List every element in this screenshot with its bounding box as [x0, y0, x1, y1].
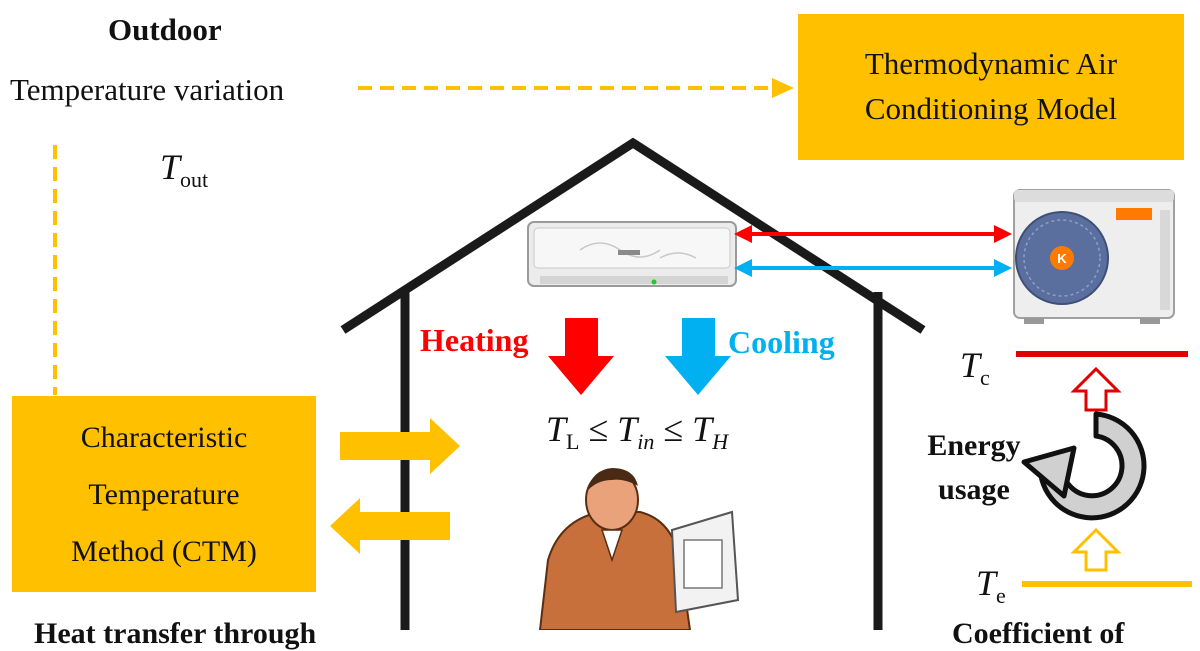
leq-1: ≤	[588, 409, 608, 449]
model-box-line1: Thermodynamic Air	[865, 42, 1117, 87]
cooling-link-arrow	[734, 259, 1012, 277]
energy-usage-label: Energy usage	[912, 424, 1036, 511]
ctm-to-house-arrow	[340, 418, 460, 474]
refresh-cycle-icon	[1024, 414, 1144, 518]
energy-line1: Energy	[912, 424, 1036, 468]
heating-label: Heating	[420, 322, 528, 359]
tc-label: Tc	[960, 344, 990, 391]
tc-up-arrow	[1074, 369, 1118, 410]
ctm-box-line1: Characteristic	[81, 409, 248, 466]
temperature-variation-label: Temperature variation	[10, 72, 284, 108]
outdoor-ac-unit-icon: K	[1014, 190, 1174, 324]
bottom-left-cut-text: Heat transfer through	[34, 617, 316, 651]
cooling-down-arrow	[665, 318, 731, 395]
ctm-box-line3: Method (CTM)	[71, 523, 257, 580]
house-to-ctm-arrow	[330, 498, 450, 554]
te-up-arrow	[1074, 530, 1118, 570]
heating-down-arrow	[548, 318, 614, 395]
t-out-subscript: out	[180, 167, 208, 192]
t-out-label: Tout	[160, 146, 208, 193]
model-box-line2: Conditioning Model	[865, 87, 1117, 132]
ctm-box: Characteristic Temperature Method (CTM)	[12, 396, 316, 592]
dashed-arrow-to-model	[358, 78, 794, 98]
indoor-ac-unit-icon	[528, 222, 736, 286]
leq-2: ≤	[663, 409, 683, 449]
te-label: Te	[976, 562, 1006, 609]
ctm-box-line2: Temperature	[88, 466, 239, 523]
bottom-right-cut-text: Coefficient of	[952, 617, 1124, 651]
outdoor-title: Outdoor	[108, 12, 222, 48]
t-out-symbol: T	[160, 147, 180, 187]
svg-text:K: K	[1057, 251, 1067, 266]
cooling-label: Cooling	[728, 324, 835, 361]
comfort-constraint: TL ≤ Tin ≤ TH	[546, 408, 728, 455]
office-worker-icon	[540, 468, 738, 630]
energy-line2: usage	[912, 468, 1036, 512]
thermodynamic-model-box: Thermodynamic Air Conditioning Model	[798, 14, 1184, 160]
